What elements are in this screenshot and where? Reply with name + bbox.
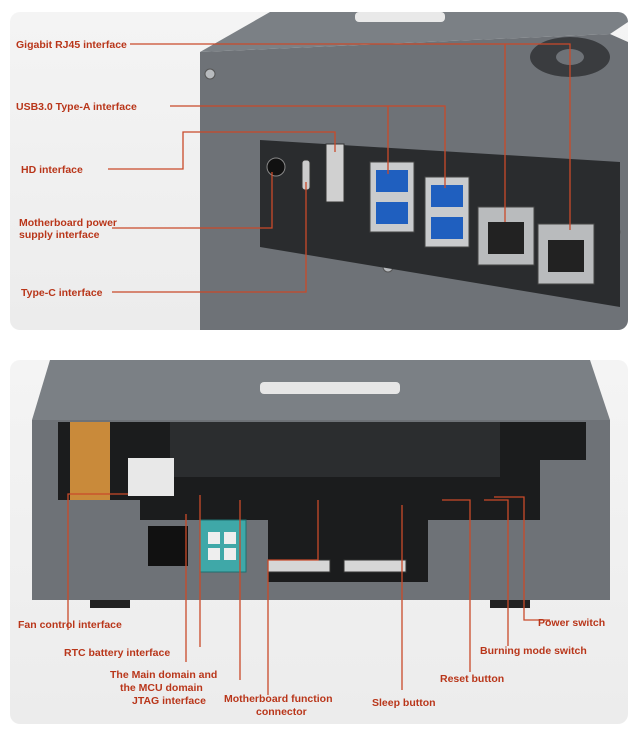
bottom-photo: Fan control interface RTC battery interf… xyxy=(18,360,610,718)
lid-slot xyxy=(355,12,445,22)
label-mb-function-2: connector xyxy=(256,706,307,718)
label-power-switch: Power switch xyxy=(538,617,605,629)
label-type-c: Type-C interface xyxy=(21,287,103,299)
label-fan-control: Fan control interface xyxy=(18,619,122,631)
fan-connector xyxy=(128,458,174,496)
bottom-photo-panel: Fan control interface RTC battery interf… xyxy=(10,360,628,724)
label-mb-function-1: Motherboard function xyxy=(224,693,333,705)
label-mb-power-1: Motherboard power xyxy=(19,217,117,229)
label-main-domain-2: the MCU domain xyxy=(120,682,203,694)
label-usb3: USB3.0 Type-A interface xyxy=(16,101,137,113)
label-sleep: Sleep button xyxy=(372,697,436,709)
hdmi-port xyxy=(325,143,345,203)
function-connector-1 xyxy=(267,559,331,573)
label-rtc-battery: RTC battery interface xyxy=(64,647,170,659)
function-connector-2 xyxy=(343,559,407,573)
case-lid xyxy=(200,12,628,52)
screw xyxy=(204,68,216,80)
dc-jack xyxy=(148,526,188,566)
label-mb-power-2: supply interface xyxy=(19,229,100,241)
jtag-connector xyxy=(199,519,247,573)
label-burning-mode: Burning mode switch xyxy=(480,645,587,657)
label-reset: Reset button xyxy=(440,673,504,685)
heatsink xyxy=(170,422,500,477)
lid-slot xyxy=(260,382,400,394)
label-main-domain-1: The Main domain and xyxy=(110,669,217,681)
label-hd: HD interface xyxy=(21,164,83,176)
label-jtag: JTAG interface xyxy=(132,695,206,707)
foot xyxy=(490,600,530,608)
label-gigabit-rj45: Gigabit RJ45 interface xyxy=(16,39,127,51)
top-photo: Gigabit RJ45 interface USB3.0 Type-A int… xyxy=(16,12,628,330)
dc-power-jack xyxy=(266,157,286,177)
foot xyxy=(90,600,130,608)
ribbon-cable xyxy=(70,422,110,502)
top-photo-panel: Gigabit RJ45 interface USB3.0 Type-A int… xyxy=(10,12,628,330)
